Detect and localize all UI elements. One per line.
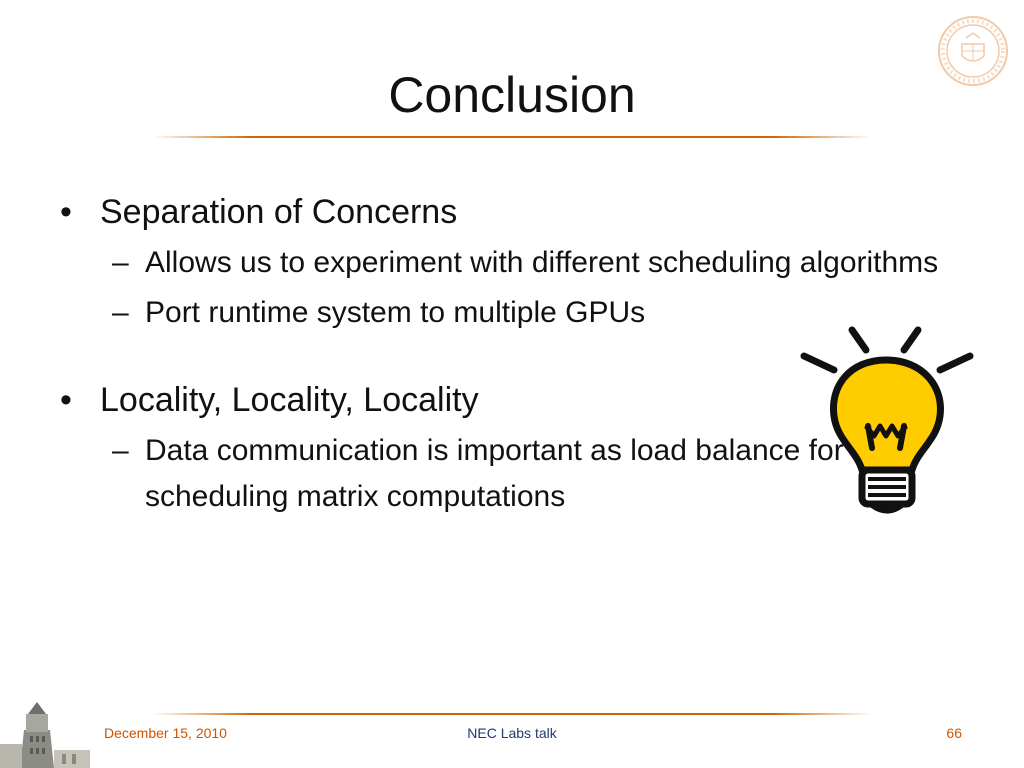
ut-tower-logo — [0, 700, 90, 768]
lightbulb-icon — [800, 326, 974, 514]
sub-bullet-item: – Allows us to experiment with different… — [60, 240, 960, 286]
sub-bullet-glyph: – — [112, 434, 129, 467]
sub-bullet-text: Port runtime system to multiple GPUs — [145, 296, 646, 329]
bullet-text: Separation of Concerns — [100, 193, 458, 231]
bullet-text: Locality, Locality, Locality — [100, 381, 479, 419]
sub-bullet-glyph: – — [112, 246, 129, 279]
footer-divider — [152, 713, 872, 715]
sub-bullet-item: – Port runtime system to multiple GPUs — [60, 290, 960, 336]
slide-title: Conclusion — [388, 67, 636, 123]
sub-bullet-text: Allows us to experiment with different s… — [145, 246, 939, 279]
slide-body: • Separation of Concerns – Allows us to … — [60, 188, 960, 520]
page-number: 66 — [946, 725, 962, 741]
title-divider — [152, 136, 872, 138]
bullet-item: • Locality, Locality, Locality — [60, 376, 960, 424]
bullet-glyph: • — [60, 193, 72, 231]
sub-bullet-text: Data communication is important as load … — [145, 434, 844, 513]
sub-bullet-glyph: – — [112, 296, 129, 329]
university-seal-logo — [938, 16, 1008, 86]
bullet-glyph: • — [60, 381, 72, 419]
bullet-item: • Separation of Concerns — [60, 188, 960, 236]
footer-talk-title: NEC Labs talk — [467, 725, 557, 741]
footer-date: December 15, 2010 — [104, 725, 227, 741]
sub-bullet-item: – Data communication is important as loa… — [60, 428, 960, 520]
